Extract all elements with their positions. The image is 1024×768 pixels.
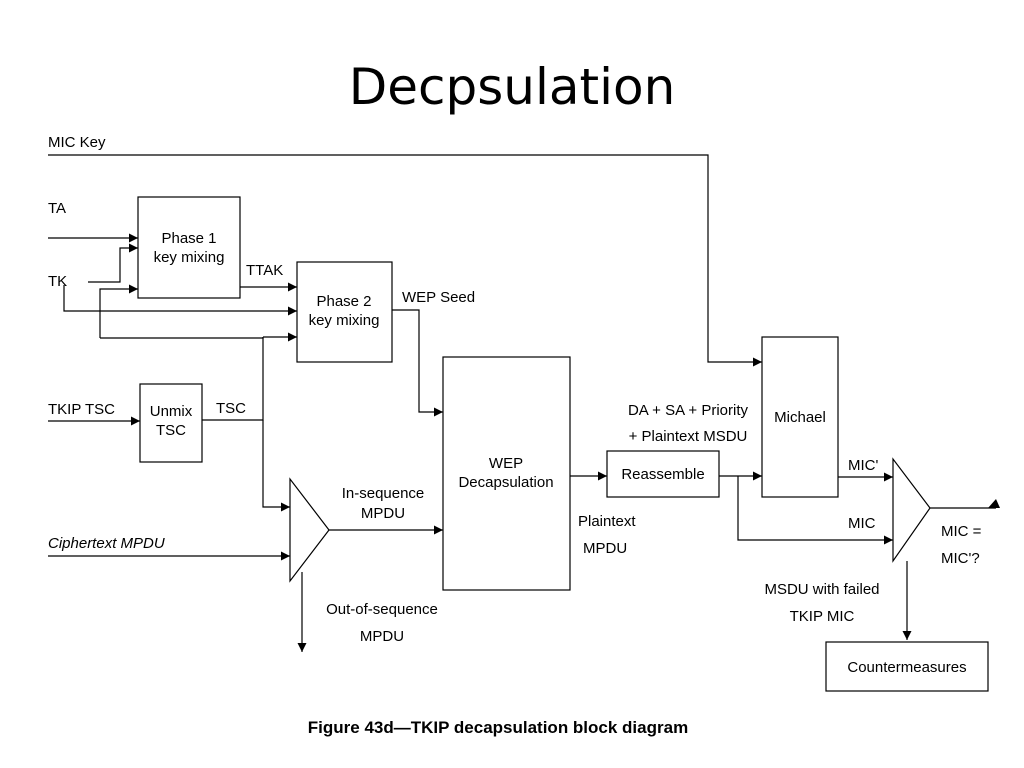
label-compare-result-line1: MIC = [941, 523, 982, 540]
label-tsc: TSC [216, 400, 246, 417]
wep-decapsulation-block: WEP Decapsulation [442, 356, 571, 591]
sequence-demux [289, 477, 330, 583]
label-out-of-sequence-line1: Out-of-sequence [326, 601, 438, 618]
label-failed-mic-line2: TKIP MIC [790, 608, 855, 625]
wire-tk-phase1 [88, 243, 138, 283]
label-reassembly-input-line1: DA + SA + Priority [628, 402, 749, 419]
label-in-sequence-line2: MPDU [361, 505, 405, 522]
wire-mic-key [48, 154, 762, 367]
wire-tsc-to-phase2 [100, 337, 264, 339]
label-mic: MIC [848, 515, 876, 532]
label-ciphertext-mpdu: Ciphertext MPDU [48, 535, 165, 552]
reassemble-label: Reassemble [621, 466, 704, 483]
label-ta: TA [48, 200, 66, 217]
unmix-label-line2: TSC [156, 422, 186, 439]
label-reassembly-input-line2: + Plaintext MSDU [629, 428, 748, 445]
figure-caption: Figure 43d—TKIP decapsulation block diag… [308, 718, 688, 737]
label-tkip-tsc: TKIP TSC [48, 401, 115, 418]
label-mic-key: MIC Key [48, 134, 106, 151]
phase2-label-line1: Phase 2 [316, 293, 371, 310]
mic-comparator [892, 457, 931, 563]
phase2-label-line2: key mixing [309, 312, 380, 329]
label-wep-seed: WEP Seed [402, 289, 475, 306]
phase1-key-mixing-block: Phase 1 key mixing [137, 196, 241, 299]
output-arrow-head [988, 499, 1000, 508]
label-in-sequence-line1: In-sequence [342, 485, 425, 502]
unmix-label-line1: Unmix [150, 403, 193, 420]
wire-tsc-phase1-feed [99, 284, 138, 338]
unmix-tsc-block: Unmix TSC [139, 383, 203, 463]
wire-tsc-to-mux [262, 420, 290, 512]
label-plaintext-mpdu-line1: Plaintext [578, 513, 636, 530]
countermeasures-block: Countermeasures [825, 641, 989, 692]
wire-tk-phase2 [63, 285, 297, 316]
label-plaintext-mpdu-line2: MPDU [583, 540, 627, 557]
michael-block: Michael [761, 336, 839, 498]
wep-decap-label-line2: Decapsulation [458, 474, 553, 491]
wire-mic [737, 476, 893, 545]
phase2-key-mixing-block: Phase 2 key mixing [296, 261, 393, 363]
slide-title: Decpsulation [348, 58, 676, 116]
phase1-label-line1: Phase 1 [161, 230, 216, 247]
label-failed-mic-line1: MSDU with failed [764, 581, 879, 598]
reassemble-block: Reassemble [606, 450, 720, 498]
michael-label: Michael [774, 409, 826, 426]
label-ttak: TTAK [246, 262, 283, 279]
label-compare-result-line2: MIC'? [941, 550, 980, 567]
countermeasures-label: Countermeasures [847, 659, 966, 676]
label-tk: TK [48, 273, 67, 290]
label-mic-prime: MIC' [848, 457, 878, 474]
wep-decap-label-line1: WEP [489, 455, 523, 472]
phase1-label-line2: key mixing [154, 249, 225, 266]
label-out-of-sequence-line2: MPDU [360, 628, 404, 645]
wire-wep-seed [392, 309, 443, 417]
